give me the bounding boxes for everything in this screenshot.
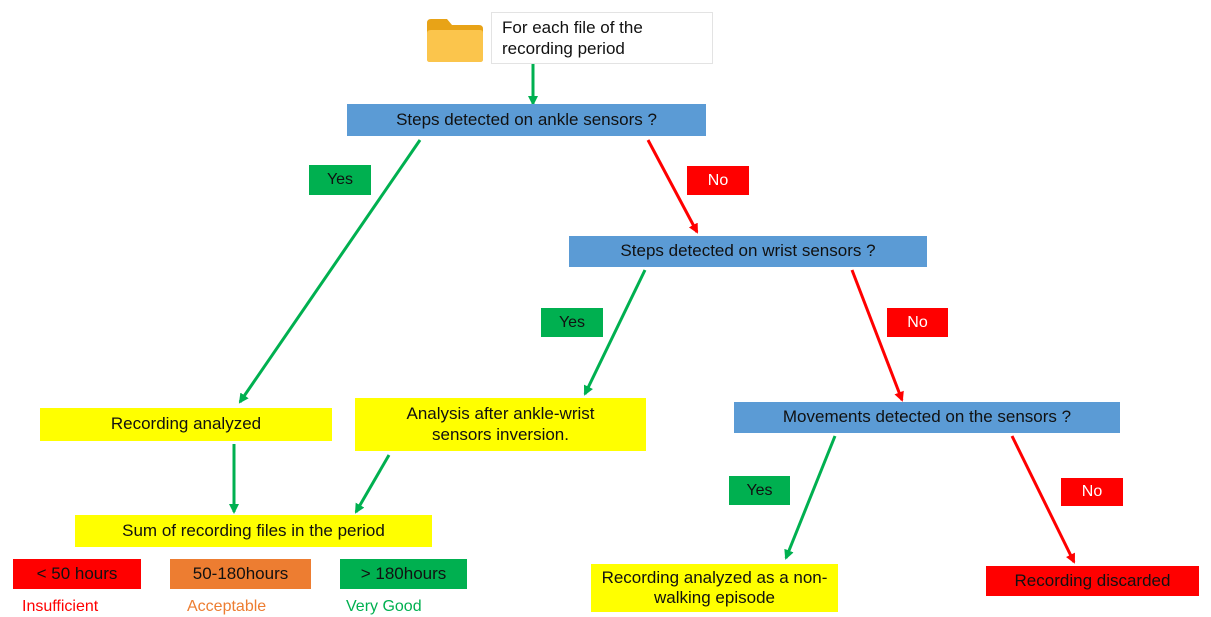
label-wrist-no: No xyxy=(887,308,948,337)
arrow-ankle-no xyxy=(646,139,699,234)
legend-quality-insufficient: Insufficient xyxy=(22,598,99,615)
label-ankle-yes: Yes xyxy=(309,165,371,195)
label-ankle-no: No xyxy=(687,166,749,195)
outcome-discarded-text: Recording discarded xyxy=(1014,570,1171,590)
question-ankle-text: Steps detected on ankle sensors ? xyxy=(396,109,657,129)
start-node: For each file of the recording period xyxy=(491,12,713,64)
question-movement-text: Movements detected on the sensors ? xyxy=(782,407,1072,427)
outcome-recording-analyzed-text: Recording analyzed xyxy=(110,414,262,434)
legend-range-insufficient-text: < 50 hours xyxy=(36,563,118,583)
arrow-inversion-to-sum xyxy=(354,454,391,514)
outcome-sum-files-text: Sum of recording files in the period xyxy=(122,520,385,540)
outcome-non-walking: Recording analyzed as a non-walking epis… xyxy=(591,564,838,612)
arrow-movement-yes xyxy=(784,435,837,560)
arrow-movement-no xyxy=(1010,435,1076,564)
label-movement-no: No xyxy=(1061,478,1123,506)
arrow-ankle-yes xyxy=(238,139,422,404)
start-text: For each file of the recording period xyxy=(502,18,643,59)
question-wrist-text: Steps detected on wrist sensors ? xyxy=(620,241,876,261)
legend-range-insufficient: < 50 hours xyxy=(13,559,141,589)
arrow-wrist-yes xyxy=(583,269,647,396)
question-ankle: Steps detected on ankle sensors ? xyxy=(347,104,706,136)
legend-range-very-good: > 180hours xyxy=(340,559,467,589)
question-movement: Movements detected on the sensors ? xyxy=(734,402,1120,433)
outcome-analysis-inversion-text: Analysis after ankle-wrist sensors inver… xyxy=(406,404,595,444)
arrow-wrist-no xyxy=(850,269,904,402)
outcome-non-walking-text: Recording analyzed as a non-walking epis… xyxy=(601,567,828,607)
legend-quality-acceptable: Acceptable xyxy=(187,598,267,615)
outcome-sum-files: Sum of recording files in the period xyxy=(75,515,432,547)
label-wrist-yes: Yes xyxy=(541,308,603,337)
label-movement-yes: Yes xyxy=(729,476,790,505)
legend-range-acceptable: 50-180hours xyxy=(170,559,311,589)
legend-range-very-good-text: > 180hours xyxy=(360,563,447,583)
legend-range-acceptable-text: 50-180hours xyxy=(192,563,289,583)
legend-quality-very-good: Very Good xyxy=(346,598,422,615)
outcome-discarded: Recording discarded xyxy=(986,566,1199,596)
outcome-analysis-inversion: Analysis after ankle-wrist sensors inver… xyxy=(355,398,646,451)
question-wrist: Steps detected on wrist sensors ? xyxy=(569,236,927,267)
outcome-recording-analyzed: Recording analyzed xyxy=(40,408,332,441)
folder-icon xyxy=(425,17,485,63)
